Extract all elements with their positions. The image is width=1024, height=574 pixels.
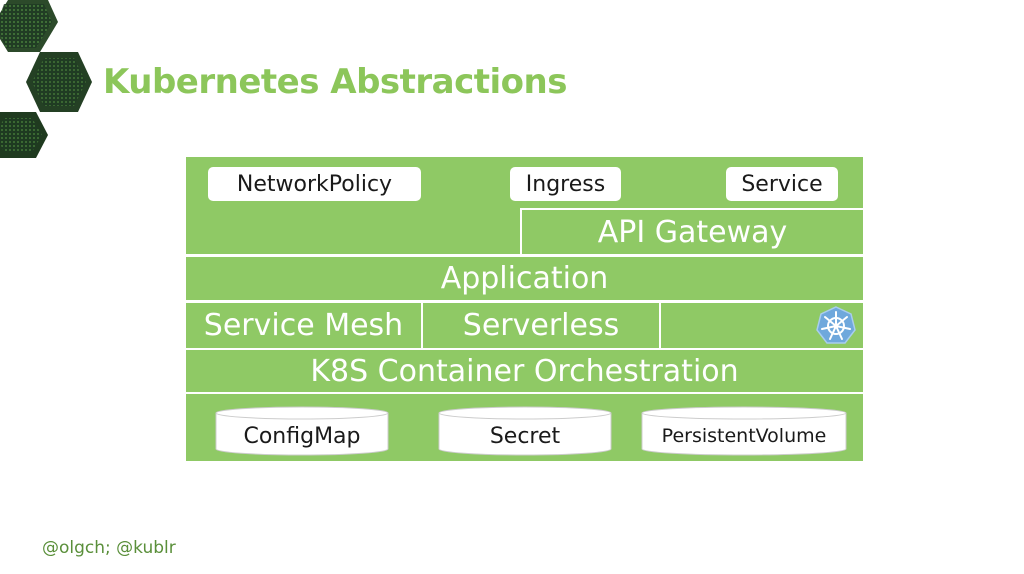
orchestration-block: K8S Container Orchestration (184, 348, 865, 394)
secret-cylinder: Secret (438, 406, 612, 456)
serverless-block: Serverless (421, 301, 661, 350)
service-mesh-block: Service Mesh (184, 301, 423, 350)
secret-label: Secret (489, 423, 561, 449)
config-map-cylinder: ConfigMap (215, 406, 389, 456)
network-policy-label: NetworkPolicy (208, 167, 421, 201)
footer-handles: @olgch; @kublr (42, 538, 176, 558)
api-gateway-block: API Gateway (520, 208, 865, 256)
persistent-volume-label: PersistentVolume (661, 425, 827, 447)
hexagon-logo-icon (0, 0, 92, 158)
application-block: Application (184, 255, 865, 302)
abstractions-diagram: NetworkPolicy Ingress Service API Gatewa… (184, 155, 865, 463)
service-label: Service (726, 167, 838, 201)
persistent-volume-cylinder: PersistentVolume (641, 406, 847, 456)
config-map-label: ConfigMap (243, 423, 361, 449)
slide-title: Kubernetes Abstractions (103, 62, 568, 102)
kubernetes-helm-icon (816, 306, 856, 344)
ingress-label: Ingress (510, 167, 621, 201)
